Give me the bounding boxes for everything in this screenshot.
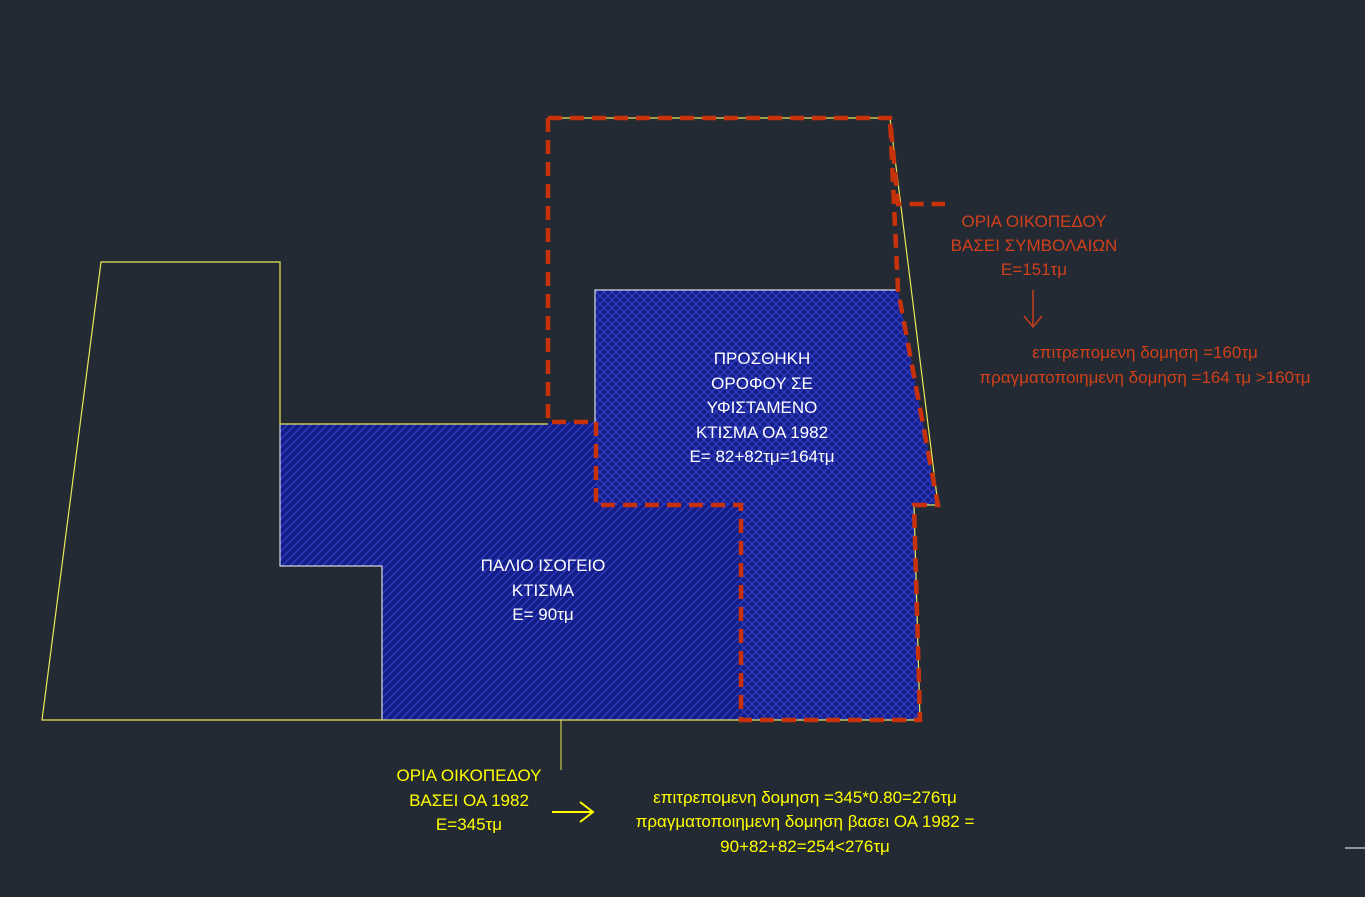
oa-limits-label: ΟΡΙΑ ΟΙΚΟΠΕΔΟΥ ΒΑΣΕΙ ΟΑ 1982 Ε=345τμ: [396, 766, 541, 834]
contract-limits-line1: ΟΡΙΑ ΟΙΚΟΠΕΔΟΥ: [961, 212, 1106, 231]
old-ground-label-line2: ΚΤΙΣΜΑ: [512, 581, 575, 600]
old-ground-floor-building: [280, 422, 741, 720]
addition-label-line5: Ε= 82+82τμ=164τμ: [689, 447, 834, 466]
oa-building-line2: πραγματοποιημενη δομηση βασει ΟΑ 1982 =: [636, 812, 975, 831]
contract-limits-line2: ΒΑΣΕΙ ΣΥΜΒΟΛΑΙΩΝ: [951, 236, 1118, 255]
old-building-outline: [279, 424, 383, 720]
plot-limits-oa-1982: [41, 117, 939, 721]
plot-limits-contracts-main: [545, 117, 941, 723]
addition-label-line1: ΠΡΟΣΘΗΚΗ: [714, 349, 810, 368]
contract-building-line1: επιτρεπομενη δομηση =160τμ: [1032, 343, 1258, 362]
addition-label-line4: ΚΤΙΣΜΑ ΟΑ 1982: [696, 423, 828, 442]
contract-building-line2: πραγματοποιημενη δομηση =164 τμ >160τμ: [979, 368, 1310, 387]
contract-limits-line3: Ε=151τμ: [1001, 260, 1067, 279]
addition-label-line3: ΥΦΙΣΤΑΜΕΝΟ: [707, 398, 818, 417]
yellow-right-arrow-icon: [552, 801, 595, 823]
oa-limits-line3: Ε=345τμ: [436, 815, 502, 834]
addition-label: ΠΡΟΣΘΗΚΗ ΟΡΟΦΟΥ ΣΕ ΥΦΙΣΤΑΜΕΝΟ ΚΤΙΣΜΑ ΟΑ …: [689, 349, 834, 466]
old-ground-label: ΠΑΛΙΟ ΙΣΟΓΕΙΟ ΚΤΙΣΜΑ Ε= 90τμ: [481, 556, 606, 624]
old-ground-label-line1: ΠΑΛΙΟ ΙΣΟΓΕΙΟ: [481, 556, 606, 575]
oa-building-line1: επιτρεπομενη δομηση =345*0.80=276τμ: [653, 788, 957, 807]
addition-building-outline: [594, 289, 898, 422]
red-down-arrow-icon: [1023, 290, 1043, 329]
old-ground-label-line3: Ε= 90τμ: [512, 605, 573, 624]
floor-addition-building: [595, 290, 938, 720]
oa-building-label: επιτρεπομενη δομηση =345*0.80=276τμ πραγ…: [636, 788, 975, 856]
oa-building-line3: 90+82+82=254<276τμ: [720, 837, 890, 856]
addition-label-line2: ΟΡΟΦΟΥ ΣΕ: [711, 374, 813, 393]
contract-building-label: επιτρεπομενη δομηση =160τμ πραγματοποιημ…: [979, 343, 1310, 387]
plot-limits-contracts: [548, 115, 945, 207]
contract-limits-label: ΟΡΙΑ ΟΙΚΟΠΕΔΟΥ ΒΑΣΕΙ ΣΥΜΒΟΛΑΙΩΝ Ε=151τμ: [951, 212, 1118, 279]
oa-limits-line2: ΒΑΣΕΙ ΟΑ 1982: [409, 791, 529, 810]
oa-limits-line1: ΟΡΙΑ ΟΙΚΟΠΕΔΟΥ: [396, 766, 541, 785]
